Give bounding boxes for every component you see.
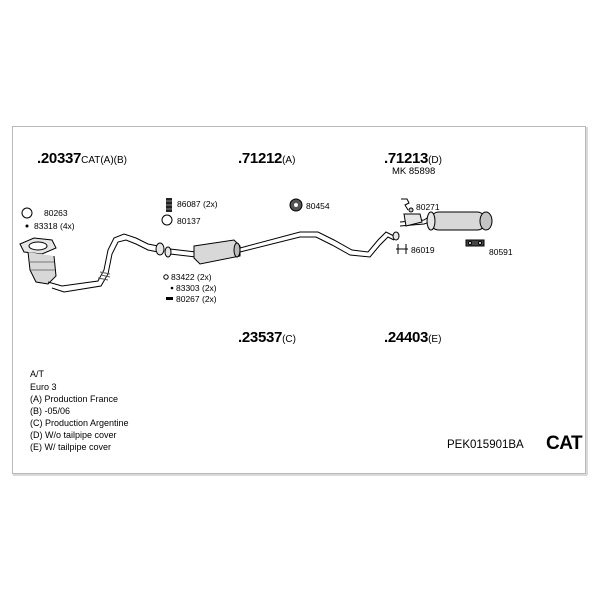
clamp-86087-icon	[166, 198, 172, 212]
rear-silencer	[399, 211, 493, 231]
part-23537-label: .23537(C)	[238, 329, 296, 346]
part-71213-label: .71213(D)	[384, 150, 442, 167]
part-80591-label: 80591	[489, 247, 513, 257]
note-line: (D) W/o tailpipe cover	[30, 430, 117, 440]
kit-code: PEK015901BA	[447, 439, 524, 451]
diagram-frame	[12, 126, 586, 474]
bolt-83303-icon	[170, 286, 174, 290]
hanger-80271-icon	[401, 198, 414, 213]
part-71212-label: .71212(A)	[238, 150, 296, 167]
bolt-83318-icon	[25, 224, 29, 228]
part-83318-label: 83318 (4x)	[34, 221, 75, 231]
frame-shadow-right	[586, 127, 588, 475]
gasket-80263-icon	[21, 207, 33, 219]
note-line: (E) W/ tailpipe cover	[30, 442, 112, 452]
part-71213-kit-label: MK 85898	[392, 166, 436, 177]
middle-silencer	[164, 231, 400, 265]
nut-80267-icon	[166, 297, 173, 300]
note-line: (A) Production France	[30, 394, 119, 404]
catalytic-converter-front-pipe	[19, 233, 165, 293]
part-80263-label: 80263	[44, 208, 68, 218]
note-line: (C) Production Argentine	[30, 418, 129, 428]
part-20337-label: .20337CAT(A)(B)	[37, 150, 128, 167]
note-line: (B) -05/06	[30, 406, 71, 416]
part-83422-label: 83422 (2x)	[171, 272, 212, 282]
part-83303-label: 83303 (2x)	[176, 283, 217, 293]
frame-shadow-bottom	[13, 474, 587, 476]
gasket-80137-icon	[161, 214, 173, 226]
rubber-mount-80591-icon	[465, 239, 485, 247]
note-line: A/T	[30, 369, 45, 379]
part-80454-label: 80454	[306, 201, 330, 211]
part-24403-label: .24403(E)	[384, 329, 442, 346]
spring-83422-icon	[163, 274, 169, 280]
part-86087-label: 86087 (2x)	[177, 199, 218, 209]
kit-type-badge: CAT	[546, 433, 583, 454]
part-80137-label: 80137	[177, 216, 201, 226]
note-line: Euro 3	[30, 382, 57, 392]
part-80267-label: 80267 (2x)	[176, 294, 217, 304]
part-80271-label: 80271	[416, 202, 440, 212]
clamp-86019-icon	[396, 244, 408, 254]
mounting-80454-icon	[289, 198, 303, 212]
part-86019-label: 86019	[411, 245, 435, 255]
